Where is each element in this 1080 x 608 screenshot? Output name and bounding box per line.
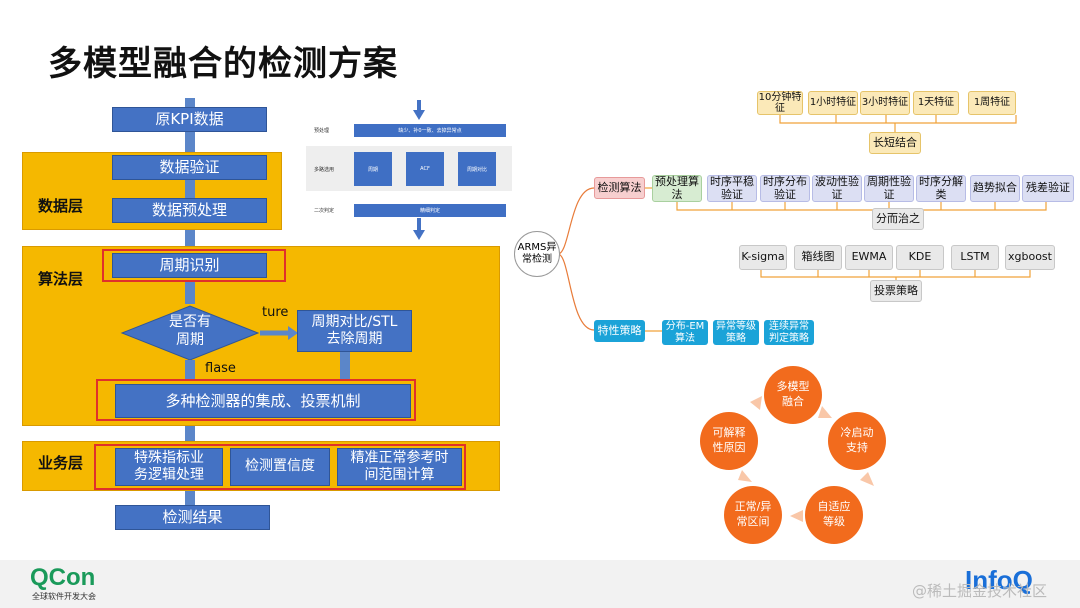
model-node: KDE [896,245,944,270]
algorithm-layer-label: 算法层 [38,270,84,288]
qcon-subtitle: 全球软件开发大会 [32,592,96,601]
model-node: EWMA [845,245,893,270]
feature-window-node: 3小时特征 [860,91,910,115]
algo-node: 周期性验 证 [864,175,914,202]
confidence-box: 检测置信度 [230,448,330,486]
flow-arrow [185,180,195,198]
flow-arrow [185,426,195,442]
mini-arrow [413,100,425,120]
detect-algo-branch: 检测算法 [594,177,645,199]
model-node: K-sigma [739,245,787,270]
footer-bar [0,560,1080,608]
data-layer-label: 数据层 [38,197,84,215]
mini-box: 周期对比 [458,152,496,186]
flow-arrow [185,230,195,246]
algo-node: 趋势拟合 [970,175,1020,202]
feature-window-node: 1天特征 [913,91,959,115]
flow-arrow [185,282,195,304]
feature-window-node: 1小时特征 [808,91,858,115]
flow-arrow [340,352,350,380]
model-node: xgboost [1005,245,1055,270]
mini-row1-bar: 缺少、补0一致、去掉异常点 [354,124,506,137]
kpi-input-box: 原KPI数据 [112,107,267,132]
mini-box: ACF [406,152,444,186]
flow-arrow [185,132,195,152]
qcon-logo: QCon [30,564,96,591]
mini-row1-label: 预处理 [314,128,330,134]
algo-node: 预处理算 法 [652,175,702,202]
model-node: LSTM [951,245,999,270]
validate-box: 数据验证 [112,155,267,180]
vote-node: 投票策略 [870,280,922,302]
flow-arrow [185,360,195,380]
period-compare-box: 周期对比/STL 去除周期 [297,310,412,352]
decision-diamond [120,305,298,361]
infoq-logo: InfoQ [965,565,1033,595]
cycle-node: 自适应 等级 [805,486,863,544]
result-box: 检测结果 [115,505,270,530]
highlight-frame [102,249,286,282]
decision-label: 是否有 周期 [169,314,211,348]
mini-row2-label: 多路选用 [314,167,335,173]
mini-row3-bar: 精细判定 [354,204,506,217]
cycle-node: 正常/异 常区间 [724,486,782,544]
algo-node: 时序分布 验证 [760,175,810,202]
algo-node: 残差验证 [1022,175,1074,202]
algo-node: 时序分解 类 [916,175,966,202]
mini-diagram: 预处理 缺少、补0一致、去掉异常点 多路选用 周期 ACF 周期对比 二次判定 … [306,100,512,240]
algo-node: 时序平稳 验证 [707,175,757,202]
watermark: @稀土掘金技术社区 [912,582,1048,600]
no-branch-label: flase [205,361,236,376]
ensemble-box: 多种检测器的集成、投票机制 [115,384,411,418]
strategy-node: 连续异常 判定策略 [764,320,814,345]
period-detect-box: 周期识别 [112,253,267,278]
mini-box: 周期 [354,152,392,186]
highlight-frame [94,444,466,490]
feature-strategy-branch: 特性策略 [594,320,645,342]
mini-row3-label: 二次判定 [314,208,335,214]
strategy-node: 分布-EM 算法 [662,320,708,345]
yes-branch-label: ture [262,305,289,320]
feature-window-node: 1周特征 [968,91,1016,115]
page-title: 多模型融合的检测方案 [48,44,398,84]
strategy-node: 异常等级 策略 [713,320,759,345]
flow-arrow [185,98,195,108]
range-calc-box: 精准正常参考时 间范围计算 [337,448,462,486]
cycle-node: 可解释 性原因 [700,412,758,470]
model-node: 箱线图 [794,245,842,270]
special-logic-box: 特殊指标业 务逻辑处理 [115,448,223,486]
cycle-node: 冷启动 支持 [828,412,886,470]
highlight-frame [96,379,416,421]
preprocess-box: 数据预处理 [112,198,267,223]
long-short-node: 长短结合 [869,132,921,154]
flow-arrow [185,491,195,505]
algo-node: 波动性验 证 [812,175,862,202]
mindmap-root: ARMS异 常检测 [514,231,560,277]
mini-arrow [413,218,425,240]
business-layer-label: 业务层 [38,454,84,472]
feature-window-node: 10分钟特 征 [757,91,803,115]
cycle-node: 多模型 融合 [764,366,822,424]
divide-node: 分而治之 [872,208,924,230]
